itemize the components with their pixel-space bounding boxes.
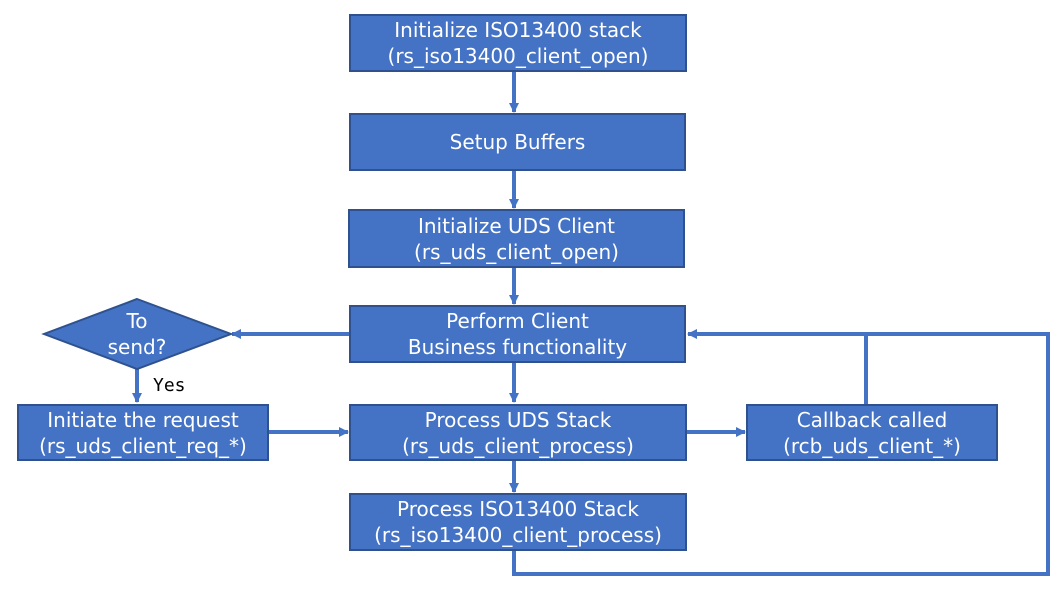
edge-loop-back-to-perform <box>512 329 1050 576</box>
setup-buffers-title: Setup Buffers <box>449 130 586 154</box>
process-iso13400-stack-function: (rs_iso13400_client_process) <box>374 523 662 547</box>
perform-client-subtitle: Business functionality <box>407 335 628 359</box>
setup-buffers-box: Setup Buffers <box>349 113 686 171</box>
yes-edge-label: Yes <box>153 375 186 396</box>
initiate-request-box: Initiate the request (rs_uds_client_req_… <box>17 404 269 461</box>
callback-called-box: Callback called (rcb_uds_client_*) <box>746 404 998 461</box>
process-uds-stack-function: (rs_uds_client_process) <box>402 433 634 458</box>
to-send-decision-label: To send? <box>77 308 197 360</box>
init-iso13400-function: (rs_iso13400_client_open) <box>387 44 649 68</box>
init-uds-client-function: (rs_uds_client_open) <box>414 239 619 264</box>
process-uds-stack-title: Process UDS Stack <box>424 407 612 432</box>
process-iso13400-stack-box: Process ISO13400 Stack (rs_iso13400_clie… <box>349 493 687 551</box>
process-uds-stack-box: Process UDS Stack (rs_uds_client_process… <box>349 404 687 461</box>
initiate-request-title: Initiate the request <box>47 407 239 432</box>
to-send-line1: To <box>126 309 148 333</box>
callback-called-title: Callback called <box>796 407 948 432</box>
init-iso13400-title: Initialize ISO13400 stack <box>394 18 642 42</box>
initiate-request-function: (rs_uds_client_req_*) <box>39 433 247 458</box>
init-uds-client-title: Initialize UDS Client <box>417 213 616 238</box>
init-uds-client-box: Initialize UDS Client (rs_uds_client_ope… <box>348 209 685 268</box>
decision-diamond-shape <box>41 297 234 371</box>
perform-client-box: Perform Client Business functionality <box>349 305 686 363</box>
init-iso13400-box: Initialize ISO13400 stack (rs_iso13400_c… <box>349 14 687 72</box>
perform-client-title: Perform Client <box>446 309 589 333</box>
callback-called-function: (rcb_uds_client_*) <box>783 433 961 458</box>
process-iso13400-stack-title: Process ISO13400 Stack <box>397 497 639 521</box>
to-send-line2: send? <box>107 335 167 359</box>
